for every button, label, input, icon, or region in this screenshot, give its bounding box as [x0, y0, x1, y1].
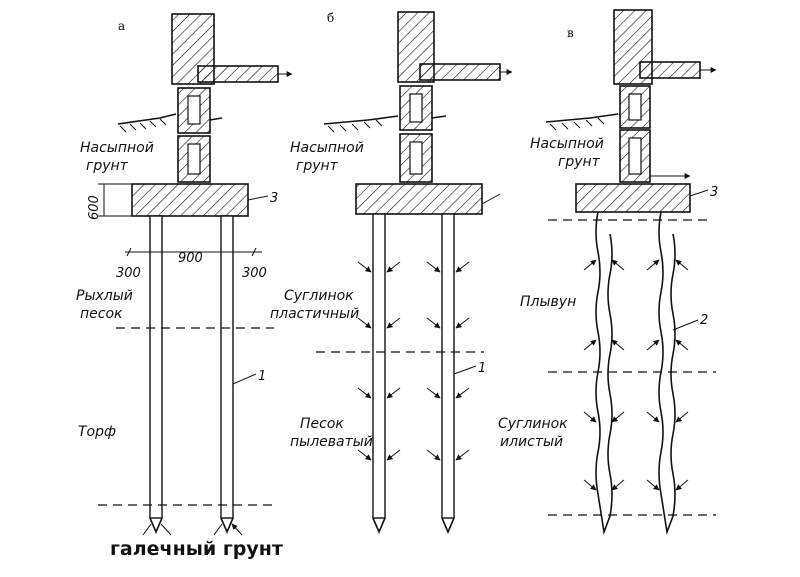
pile-b-left: [372, 213, 386, 519]
layer1-label-b-1: Суглинок: [284, 288, 354, 304]
callout-grillage-a: 3: [270, 191, 278, 206]
pile-c-right: [658, 211, 676, 536]
panel-b: б Насыпной грунт Суглинок пластичный Пес…: [270, 11, 513, 535]
bearing-soil-caption: галечный грунт: [110, 538, 283, 560]
floor-slab-c: [639, 61, 701, 79]
layer1-label-b-2: пластичный: [270, 306, 359, 322]
floor-slab-b: [419, 63, 501, 81]
callout-pile-b: 1: [478, 361, 486, 376]
layer2-label-c-1: Суглинок: [498, 416, 568, 432]
panel-c: в 3 Насыпной грунт Плывун Суглинок илист…: [498, 9, 718, 536]
fill-soil-label-a-2: грунт: [86, 158, 129, 174]
fill-soil-label-c-2: грунт: [558, 154, 601, 170]
pile-a-right: [220, 215, 234, 519]
layer1-label-a-1: Рыхлый: [76, 288, 133, 304]
grillage-a: [131, 183, 249, 217]
layer2-label-c-2: илистый: [500, 434, 563, 450]
fill-soil-label-c-1: Насыпной: [530, 136, 604, 152]
dim-middle-900: 900: [178, 251, 203, 266]
wall-a: [171, 13, 215, 85]
layer1-label-c: Плывун: [520, 294, 576, 310]
grillage-b: [355, 183, 483, 215]
fill-soil-label-b-2: грунт: [296, 158, 339, 174]
callout-pile-c: 2: [700, 313, 708, 328]
pile-b-right: [441, 213, 455, 519]
grillage-c: [575, 183, 691, 213]
pile-c-left: [595, 211, 613, 536]
floor-slab-a: [197, 65, 279, 83]
layer2-label-b-2: пылеватый: [290, 434, 373, 450]
callout-pile-a: 1: [258, 369, 266, 384]
panel-c-letter: в: [567, 26, 574, 40]
layer2-label-b-1: Песок: [300, 416, 344, 432]
pile-a-left: [149, 215, 163, 519]
dim-right-300: 300: [242, 266, 267, 281]
layer2-label-a: Торф: [78, 424, 116, 440]
dim-left-300: 300: [116, 266, 141, 281]
panel-a: а 3 600 300 900 300 Насыпной: [76, 13, 293, 536]
fill-soil-label-a-1: Насыпной: [80, 140, 154, 156]
callout-grillage-c: 3: [710, 185, 718, 200]
panel-a-letter: а: [118, 19, 125, 33]
layer1-label-a-2: песок: [80, 306, 123, 322]
panel-b-letter: б: [327, 11, 334, 25]
dim-height-600: 600: [87, 195, 102, 220]
fill-soil-label-b-1: Насыпной: [290, 140, 364, 156]
